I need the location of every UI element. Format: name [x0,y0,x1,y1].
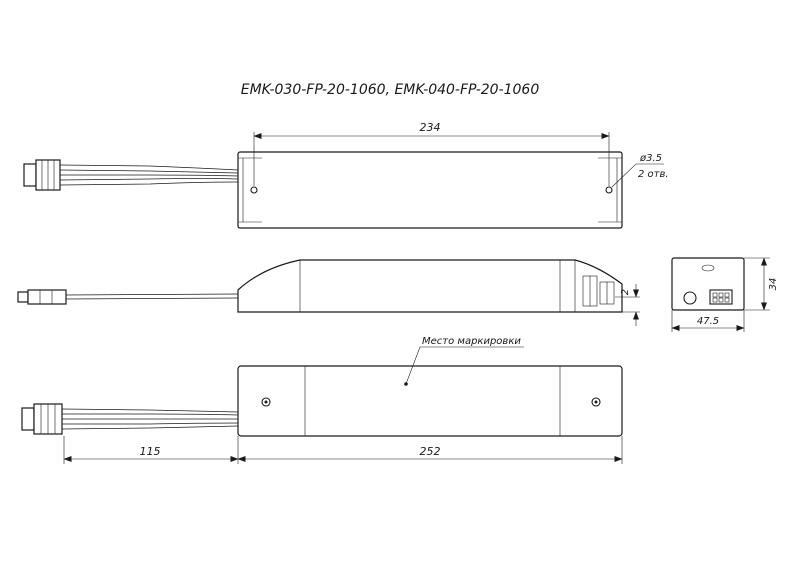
side-body [237,259,623,313]
bottom-connector [21,403,63,435]
top-body [237,151,623,229]
dim-115-label: 115 [140,445,161,458]
hole-leader [611,163,664,188]
dim-34-label: 34 [768,278,779,291]
end-round-port [683,291,697,305]
mounting-hole-left [250,186,258,194]
hole-count-label: 2 отв. [638,169,669,180]
bottom-hole-right [591,397,601,407]
side-view: 2 [17,259,640,326]
end-body [671,257,745,311]
bottom-body [237,365,623,437]
side-connector [17,289,67,305]
end-view: 34 47.5 [671,257,779,332]
end-socket [709,289,733,305]
top-connector [23,159,61,191]
marking-leader [405,346,524,385]
dim-234-label: 234 [420,121,441,134]
mounting-hole-right [605,186,613,194]
hole-diameter-label: ø3.5 [639,153,662,164]
marking-label: Место маркировки [422,336,521,347]
drawing-title: EMK-030-FP-20-1060, EMK-040-FP-20-1060 [241,82,540,98]
bottom-view: Место маркировки 115 252 [21,336,623,464]
top-view: 234 ø3.5 2 отв. [23,121,669,229]
dim-2-label: 2 [620,289,631,295]
dim-47-5-label: 47.5 [697,316,719,327]
top-wires [59,164,239,186]
bottom-hole-left [261,397,271,407]
dim-252-label: 252 [420,445,441,458]
bottom-wires [61,408,239,430]
